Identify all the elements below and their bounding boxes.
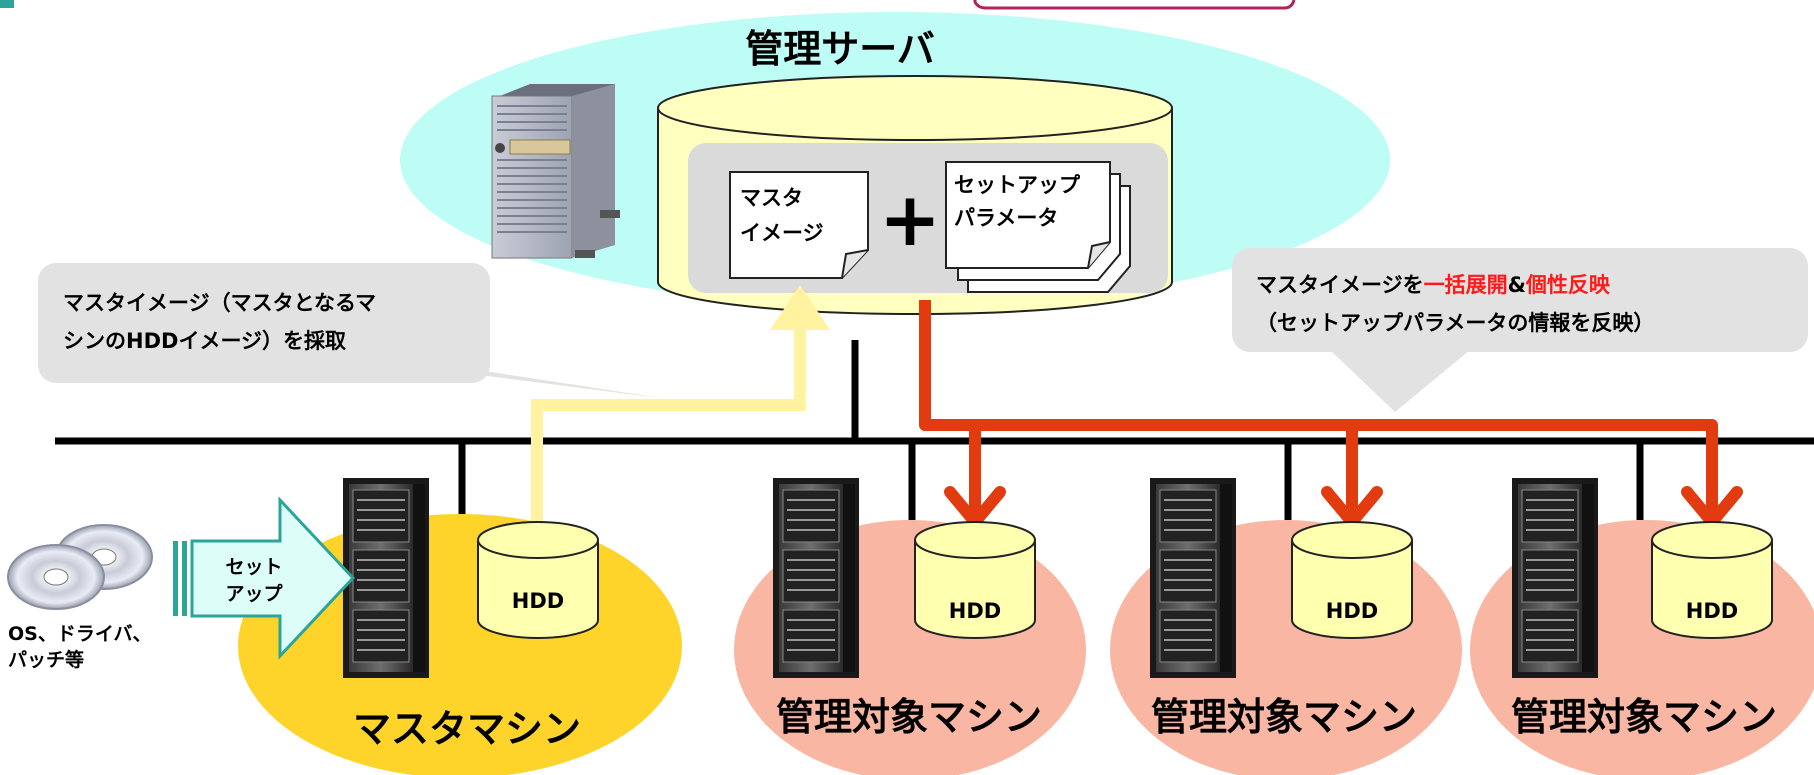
callout-left-line2: シンのHDDイメージ）を採取 <box>63 329 346 353</box>
callout-right-text-c: & <box>1508 273 1526 297</box>
rack-server-icon <box>1511 477 1599 679</box>
hdd-label-master: HDD <box>512 589 564 613</box>
setup-arrow: セット アップ <box>173 496 356 660</box>
setup-parameters-document: セットアップ パラメータ <box>945 161 1131 293</box>
callout-right-line2: （セットアップパラメータの情報を反映） <box>1256 311 1654 335</box>
network-lines <box>55 340 1814 520</box>
master-image-line2: イメージ <box>740 221 824 245</box>
callout-right-text-b: 一括展開 <box>1424 273 1508 297</box>
callout-left-line1: マスタイメージ（マスタとなるマ <box>63 291 376 315</box>
corner-tab <box>0 0 14 8</box>
setup-arrow-line2: アップ <box>225 582 283 605</box>
hdd-label-target-3: HDD <box>1686 599 1738 623</box>
master-image-document: マスタ イメージ <box>729 171 869 279</box>
setup-params-line1: セットアップ <box>954 173 1081 197</box>
callout-left: マスタイメージ（マスタとなるマ シンのHDDイメージ）を採取 <box>38 263 660 398</box>
callout-right-text-a: マスタイメージを <box>1256 273 1424 297</box>
top-box-edge <box>973 0 1296 10</box>
plus-sign: + <box>879 177 941 263</box>
rack-server-icon <box>772 477 860 679</box>
rack-server-icon <box>342 477 430 679</box>
collect-image-arrow <box>531 285 830 540</box>
master-image-line1: マスタ <box>740 186 803 210</box>
target-machine-label-3: 管理対象マシン <box>1511 695 1777 739</box>
deploy-image-arrows <box>919 300 1718 520</box>
setup-params-line2: パラメータ <box>954 206 1058 230</box>
hdd-label-target-1: HDD <box>949 599 1001 623</box>
cd-disc-icon <box>7 524 153 610</box>
media-label-line1: OS、ドライバ、 <box>8 623 151 645</box>
tower-server-icon <box>491 84 620 259</box>
master-machine-label: マスタマシン <box>353 707 581 751</box>
deploy-arrowheads <box>944 486 1743 528</box>
server-title: 管理サーバ <box>745 27 935 71</box>
callout-right: マスタイメージを一括展開&個性反映 （セットアップパラメータの情報を反映） <box>1232 248 1808 412</box>
hdd-cylinder-icon <box>477 521 599 639</box>
target-machine-label-2: 管理対象マシン <box>1151 695 1417 739</box>
callout-right-text-d: 個性反映 <box>1525 273 1611 297</box>
rack-server-icon <box>1149 477 1237 679</box>
setup-arrow-line1: セット <box>225 556 282 578</box>
hdd-label-target-2: HDD <box>1326 599 1378 623</box>
callout-right-line1: マスタイメージを一括展開&個性反映 <box>1256 273 1611 297</box>
media-label-line2: パッチ等 <box>8 648 84 671</box>
target-machine-label-1: 管理対象マシン <box>776 695 1042 739</box>
